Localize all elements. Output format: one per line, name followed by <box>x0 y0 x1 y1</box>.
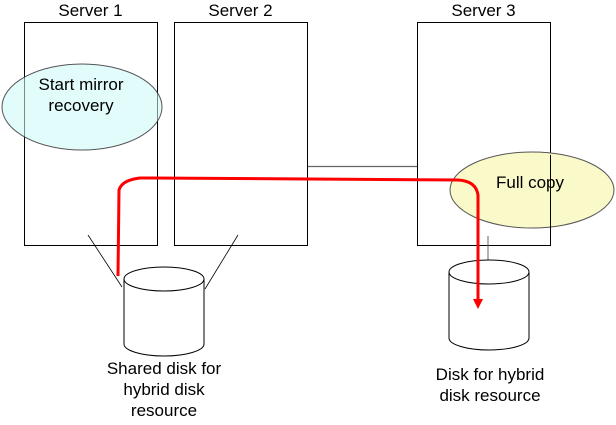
start-mirror-recovery-text: Start mirror recovery <box>14 74 148 116</box>
shared-disk-label-line-3: resource <box>130 401 198 420</box>
full-copy-callout <box>449 151 615 229</box>
mirror-recovery-flow-arrow <box>116 176 480 300</box>
local-disk-label-line-2: disk resource <box>439 386 541 405</box>
shared-disk-label: Shared disk for hybrid disk resource <box>74 358 254 421</box>
shared-disk-cylinder <box>123 266 205 357</box>
server2-disk-link <box>204 234 239 290</box>
callout-line-2: recovery <box>48 96 114 115</box>
shared-disk-label-line-2: hybrid disk <box>123 380 205 399</box>
server1-disk-link <box>87 234 123 288</box>
server-3-label: Server 3 <box>451 1 516 20</box>
callout-line-1: Start mirror <box>38 75 124 94</box>
server-2-label: Server 2 <box>208 1 273 20</box>
local-disk-label-line-1: Disk for hybrid <box>435 365 545 384</box>
local-disk-cylinder <box>448 259 530 351</box>
local-disk-label: Disk for hybrid disk resource <box>400 364 580 406</box>
full-copy-text: Full copy <box>495 173 565 192</box>
server-2-box <box>174 22 308 246</box>
arrowhead-icon <box>473 299 483 309</box>
shared-disk-label-line-1: Shared disk for <box>106 359 222 378</box>
start-mirror-recovery-callout <box>1 63 163 151</box>
server-1-label: Server 1 <box>58 1 123 20</box>
